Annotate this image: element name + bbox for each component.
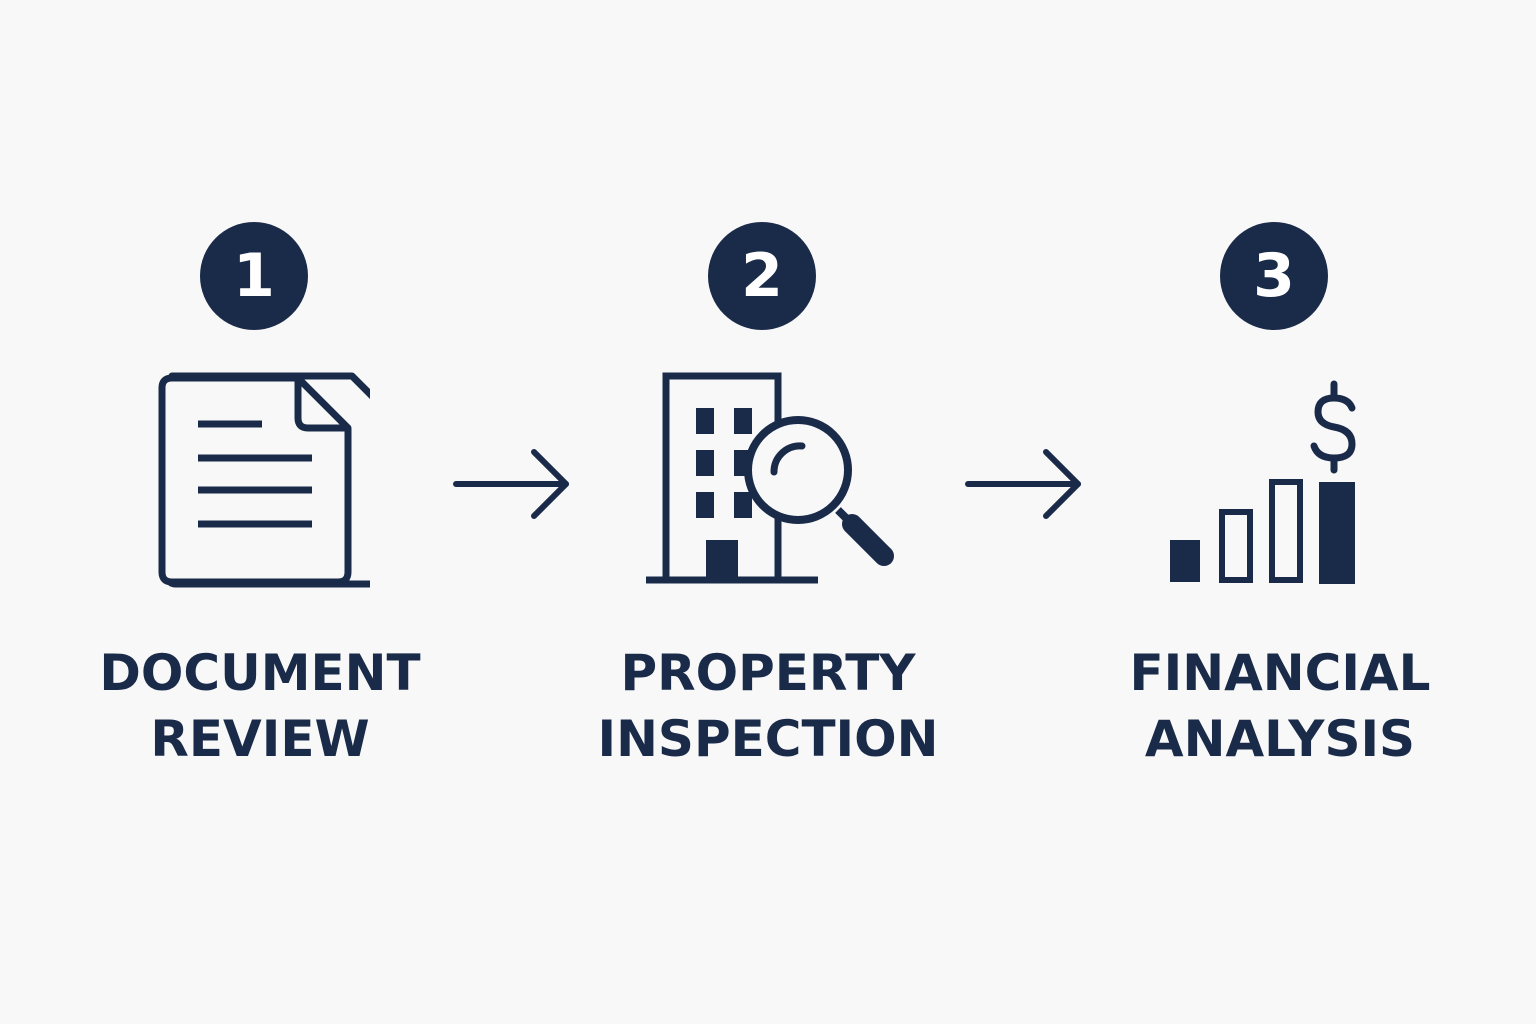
step-label-line1: DOCUMENT xyxy=(99,644,421,702)
step-label: FINANCIAL ANALYSIS xyxy=(1060,640,1500,772)
step-number-badge: 3 xyxy=(1220,222,1328,330)
financial-chart-icon xyxy=(1170,380,1356,584)
step-label: DOCUMENT REVIEW xyxy=(40,640,480,772)
building-search-icon xyxy=(646,372,894,584)
arrow-right-icon xyxy=(965,449,1081,519)
step-label: PROPERTY INSPECTION xyxy=(548,640,988,772)
step-property-inspection: 2 PROPERTY INSPECTION xyxy=(558,0,978,1024)
arrow-right-icon xyxy=(453,449,569,519)
step-number-badge: 1 xyxy=(200,222,308,330)
step-label-line1: FINANCIAL xyxy=(1129,644,1431,702)
step-number-badge: 2 xyxy=(708,222,816,330)
step-label-line2: ANALYSIS xyxy=(1144,710,1416,768)
step-document-review: 1 DOCUMENT REVIEW xyxy=(50,0,470,1024)
step-financial-analysis: 3 FINANCIAL ANALYSIS xyxy=(1070,0,1490,1024)
document-page-lines xyxy=(158,374,352,586)
step-label-line2: INSPECTION xyxy=(597,710,939,768)
step-label-line1: PROPERTY xyxy=(620,644,916,702)
dollar-icon xyxy=(1310,380,1356,474)
step-label-line2: REVIEW xyxy=(150,710,370,768)
